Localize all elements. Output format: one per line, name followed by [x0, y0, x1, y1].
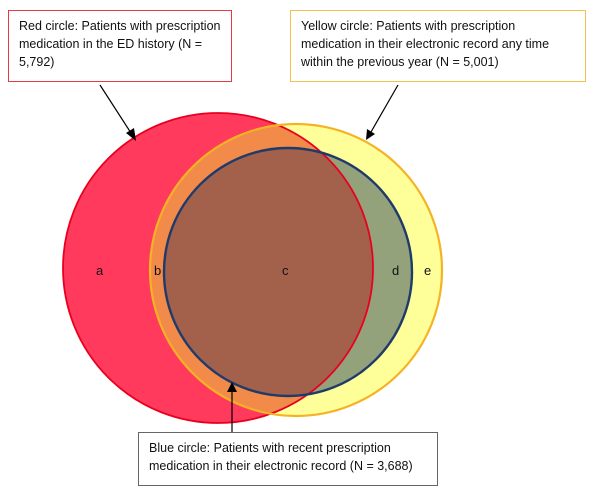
region-label-d: d — [392, 263, 399, 278]
arrow-red — [99, 84, 136, 141]
region-label-c: c — [282, 263, 289, 278]
center-overlap — [164, 148, 373, 396]
red-circle-callout: Red circle: Patients with prescription m… — [8, 10, 232, 82]
region-label-b: b — [154, 263, 161, 278]
yellow-circle-outline — [148, 122, 444, 418]
blue-circle-callout: Blue circle: Patients with recent prescr… — [138, 432, 438, 486]
arrow-blue — [227, 382, 237, 432]
region-label-a: a — [96, 263, 104, 278]
region-label-e: e — [424, 263, 431, 278]
red-circle-outline — [62, 112, 374, 424]
blue-circle-outline — [162, 146, 414, 398]
yellow-circle-callout: Yellow circle: Patients with prescriptio… — [290, 10, 586, 82]
arrow-yellow — [366, 84, 399, 140]
